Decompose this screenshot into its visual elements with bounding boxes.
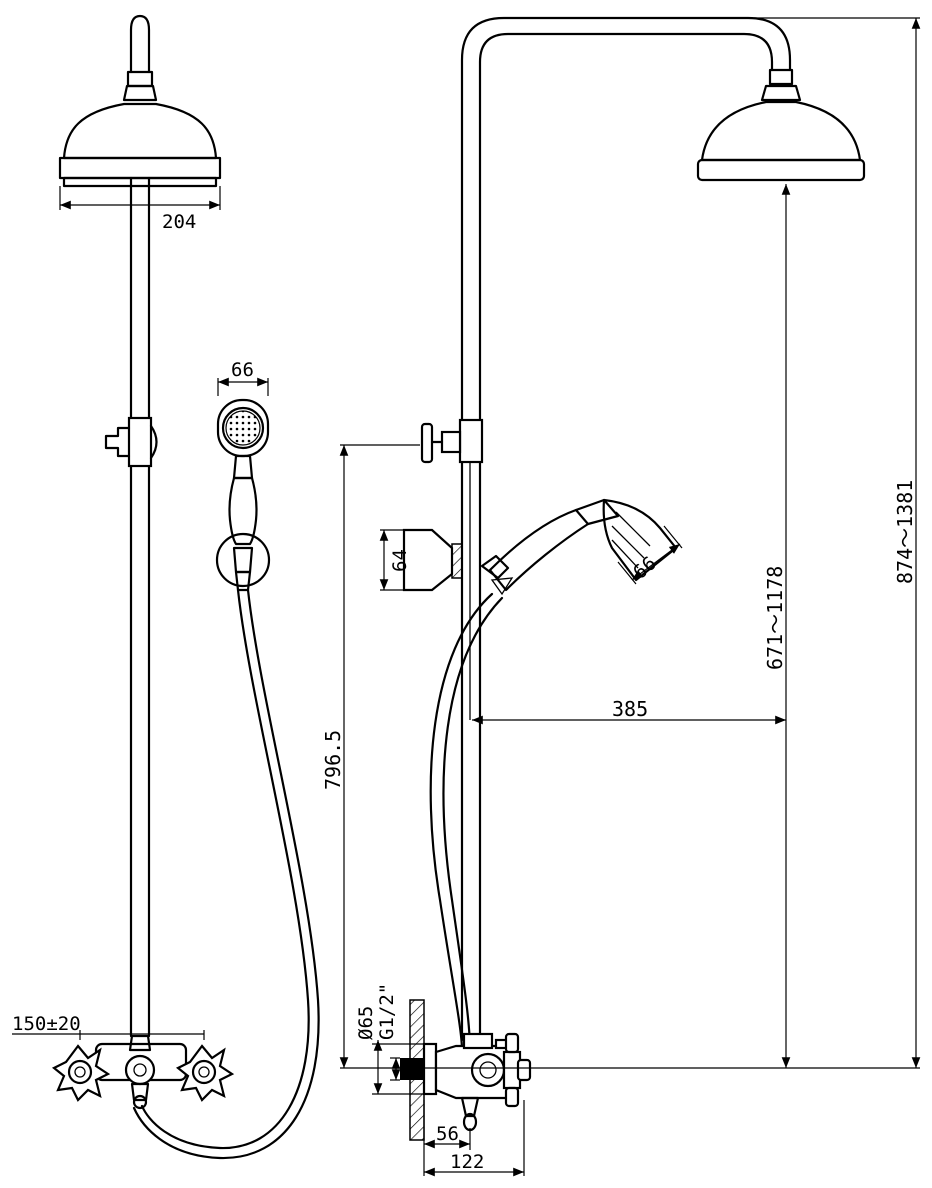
side-shower-head <box>700 100 862 162</box>
dim-thread: G1/2" <box>376 983 398 1040</box>
front-head-face <box>62 176 218 188</box>
front-left-handle <box>51 1044 111 1102</box>
front-top-pipe <box>129 14 151 74</box>
dim-projection: 385 <box>612 697 648 721</box>
side-hose-outer <box>429 592 494 1052</box>
side-slider-body <box>458 418 484 464</box>
side-escutcheon <box>422 1042 438 1096</box>
front-head-connector <box>122 84 158 102</box>
front-handshower-handle <box>228 476 258 546</box>
front-view: 204 150±20 <box>12 14 320 1160</box>
side-view: 64 66 <box>321 16 921 1177</box>
front-right-handle <box>175 1044 235 1102</box>
side-slider-knob <box>420 422 434 464</box>
side-handle <box>502 1032 532 1108</box>
dim-head-diameter: 204 <box>162 211 196 233</box>
dim-mixer-depth: 122 <box>450 1151 484 1173</box>
front-hose-inner <box>132 588 320 1160</box>
dim-mixer-offset: 56 <box>436 1123 459 1145</box>
front-outlet <box>130 1082 150 1102</box>
front-diverter-knob <box>124 1054 156 1086</box>
dim-total-height: 874～1381 <box>893 480 917 584</box>
side-wall-holder <box>402 528 454 592</box>
front-shower-head <box>62 102 218 160</box>
dim-overhead-height: 671～1178 <box>763 566 787 670</box>
dim-handshower-front: 66 <box>231 359 254 381</box>
dim-spacing: 150±20 <box>12 1013 81 1035</box>
side-head-rim <box>696 158 866 182</box>
side-handshower-handle <box>488 508 590 592</box>
front-slider-knob <box>104 426 131 458</box>
front-slider-bracket <box>127 416 153 468</box>
front-head-rim <box>58 156 222 180</box>
front-pipe-nut <box>126 70 154 88</box>
dim-escutcheon-diameter: Ø65 <box>355 1006 377 1040</box>
side-arm-outer <box>460 16 792 422</box>
side-arm-inner <box>478 32 774 422</box>
front-hose-outer <box>140 588 310 1150</box>
side-hose-inner <box>442 596 504 1052</box>
front-wall-holder <box>215 532 271 588</box>
side-arm-nut <box>768 68 794 86</box>
dim-holder-height: 64 <box>389 549 411 572</box>
dim-handle-height: 796.5 <box>321 730 345 790</box>
front-handshower-nozzles <box>225 410 261 446</box>
